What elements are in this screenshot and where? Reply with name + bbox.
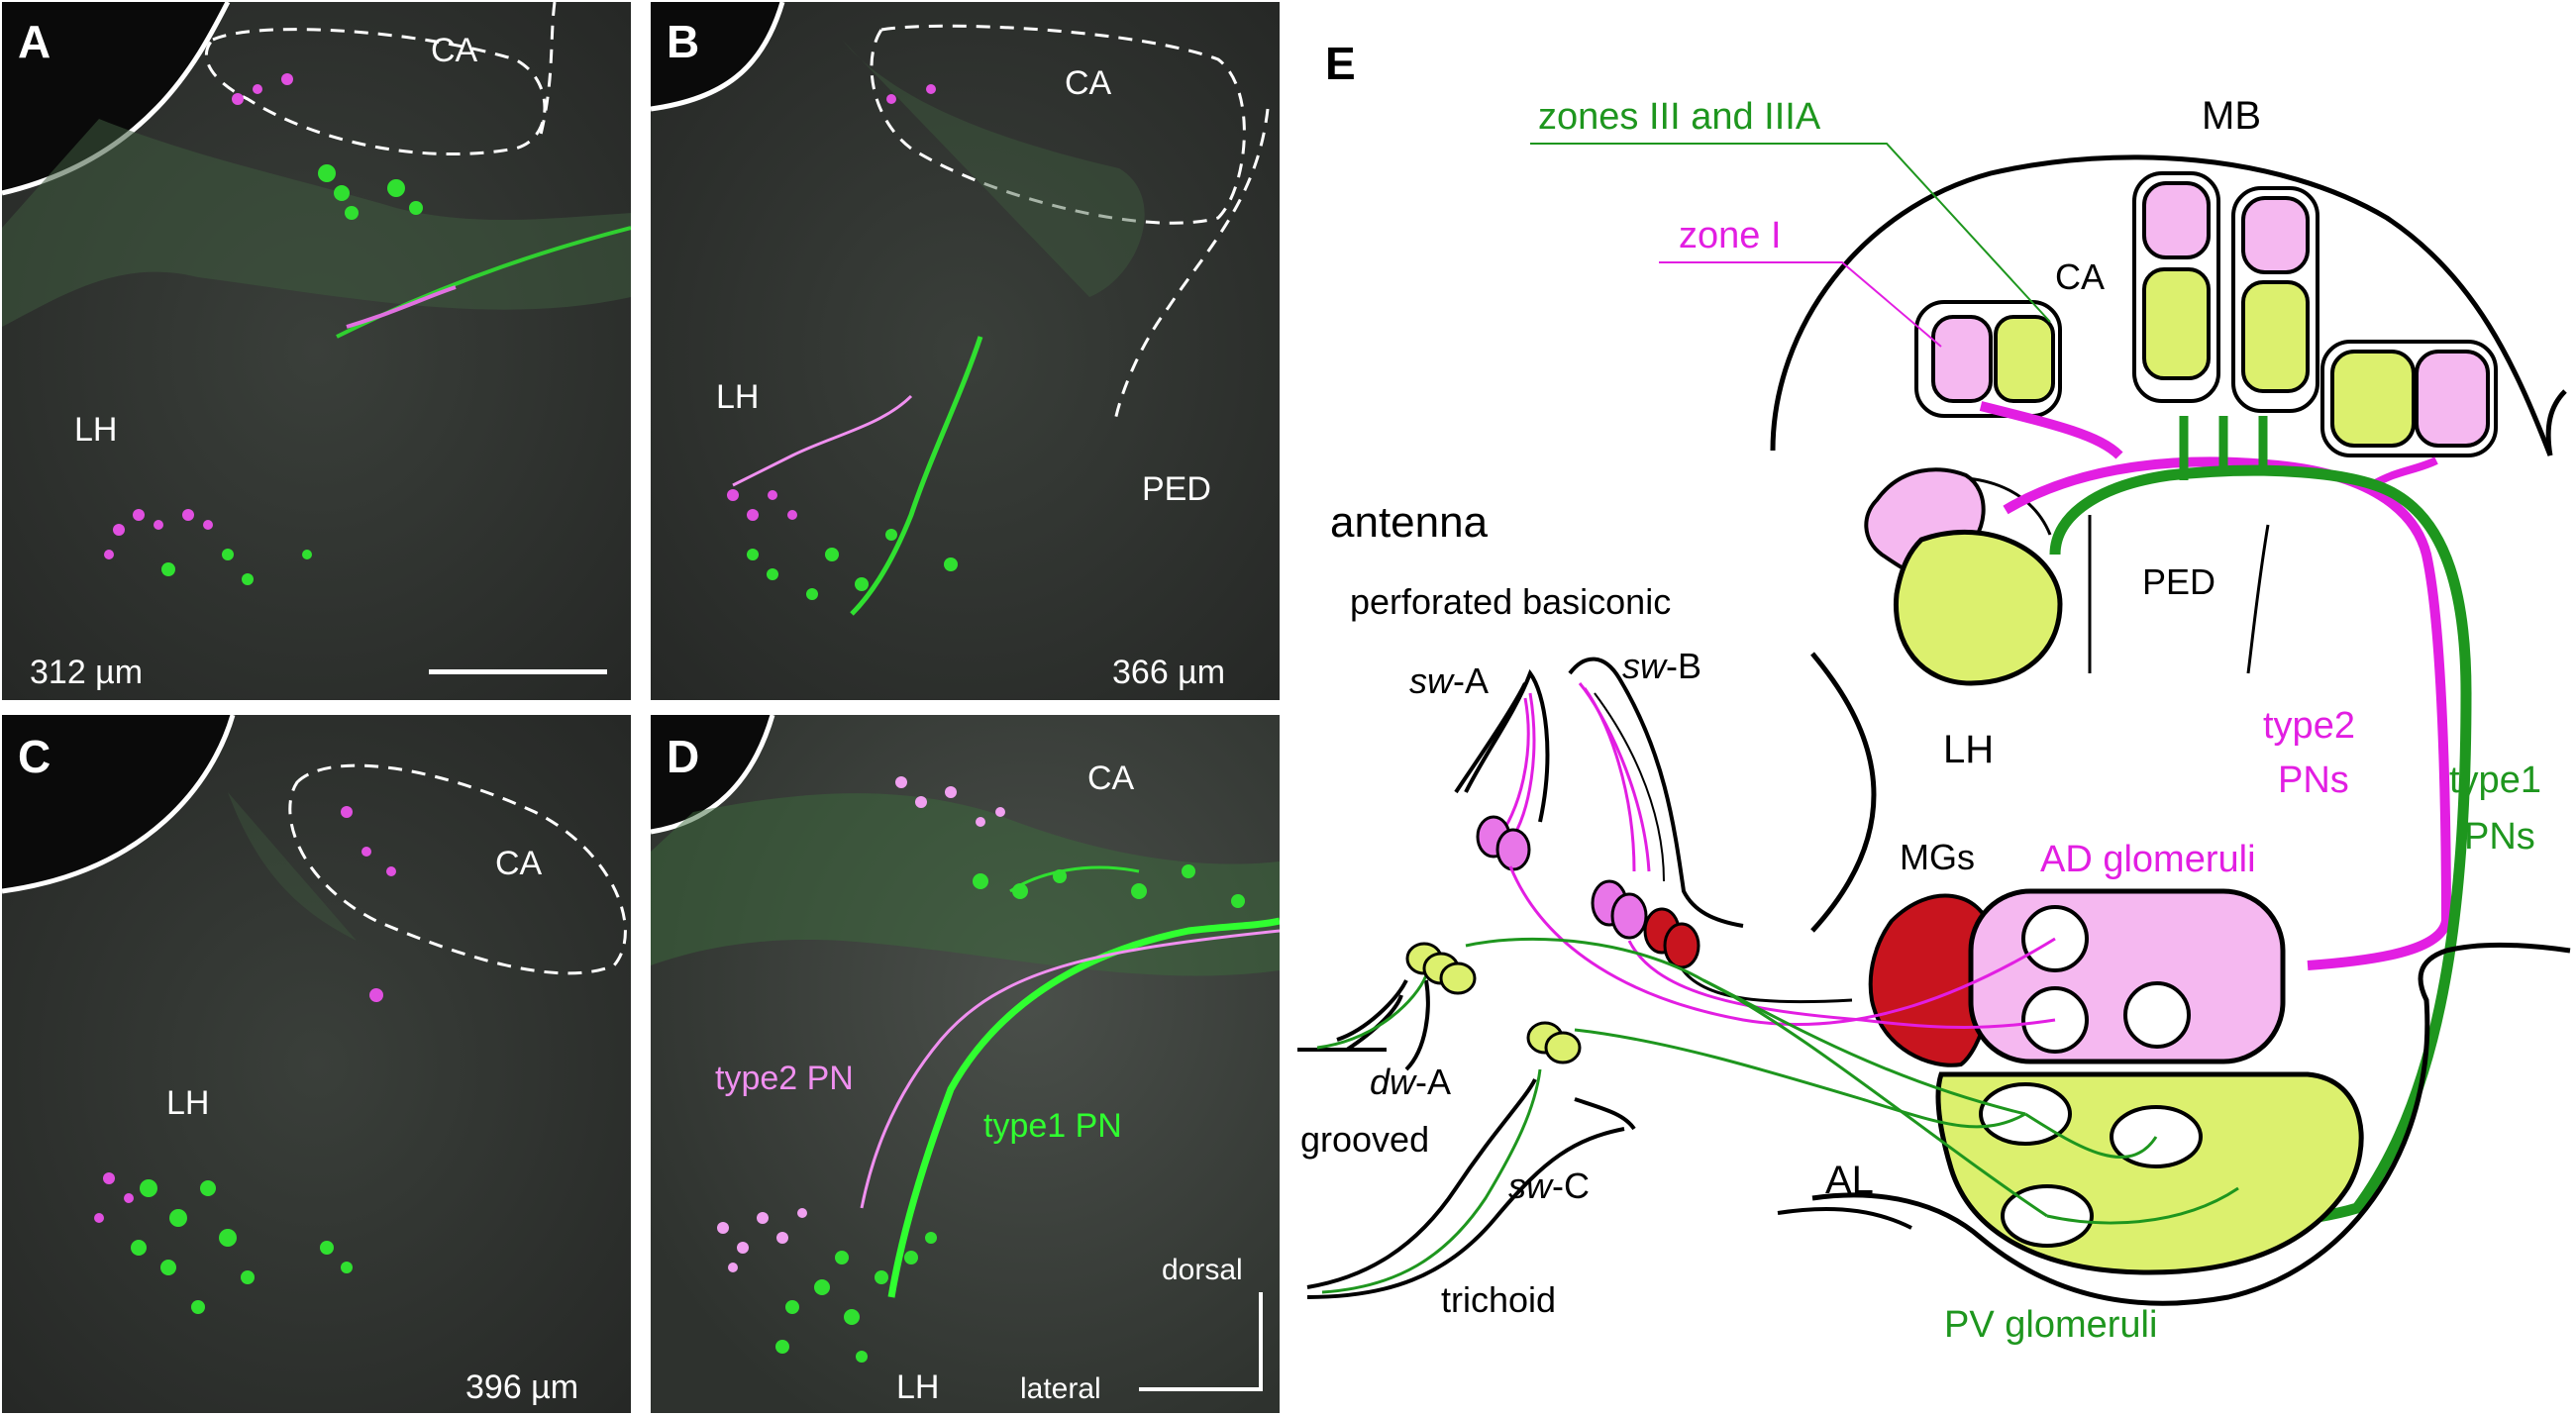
panel-e-label: E	[1325, 38, 1356, 89]
panel-c-lh-label: LH	[166, 1084, 209, 1122]
type2-pn-trace	[860, 929, 1280, 1209]
panel-d-ca-label: CA	[1087, 759, 1135, 797]
trichoid-label: trichoid	[1441, 1279, 1556, 1320]
ad-glomeruli-label: AD glomeruli	[2040, 839, 2256, 880]
type2-pns-label-1: type2	[2263, 705, 2355, 747]
panel-a-lh-label: LH	[74, 411, 117, 449]
panel-b-ped-label: PED	[1142, 470, 1211, 508]
pv-glomeruli-label: PV glomeruli	[1944, 1304, 2157, 1346]
type1-pn-tract	[2049, 464, 2472, 1234]
panel-b-lh-label: LH	[716, 378, 759, 416]
panel-a-ca-label: CA	[431, 32, 478, 69]
panel-d-type2-label: type2 PN	[715, 1060, 854, 1097]
panel-e-schematic: E MB CA PED LH	[1297, 38, 2571, 1346]
zone-i-label: zone I	[1679, 215, 1782, 256]
mb-label: MB	[2202, 94, 2261, 138]
panel-a: A CA LH 312 µm	[2, 2, 631, 700]
sw-b-sensillum	[1568, 657, 1744, 928]
sw-c-sensillum	[1306, 1078, 1537, 1289]
sw-b-label: sw-B	[1622, 646, 1701, 686]
panel-d-label: D	[667, 731, 699, 782]
panel-a-depth: 312 µm	[30, 654, 143, 691]
dw-a-label: dw-A	[1370, 1062, 1451, 1102]
lh-label: LH	[1943, 728, 1994, 771]
al-label: AL	[1825, 1159, 1874, 1202]
axis-dorsal-label: dorsal	[1162, 1254, 1243, 1286]
micrograph-b-background	[651, 2, 1280, 700]
calyx-cups	[1914, 171, 2498, 457]
type1-pns-label-2: PNs	[2464, 816, 2535, 858]
ca-label: CA	[2055, 256, 2105, 297]
panel-b-depth: 366 µm	[1112, 654, 1225, 691]
perforated-basiconic-label: perforated basiconic	[1350, 581, 1671, 622]
sw-a-sensillum	[1464, 668, 1550, 823]
ad-glomeruli-shape	[1968, 888, 2286, 1064]
al-outline	[1811, 942, 2571, 1306]
panel-b-ca-label: CA	[1065, 64, 1112, 102]
panel-b-label: B	[667, 16, 699, 67]
panel-b: B CA LH PED 366 µm	[651, 2, 1280, 700]
mb-outline	[1770, 154, 2553, 456]
zones-iii-label: zones III and IIIA	[1538, 96, 1821, 138]
sw-a-label: sw-A	[1409, 660, 1489, 701]
type1-pn-trace	[887, 917, 1280, 1298]
panel-c-ca-label: CA	[495, 845, 543, 882]
type2-pn-tract	[1979, 401, 2452, 970]
panel-d-type1-label: type1 PN	[983, 1107, 1122, 1145]
orientation-axes	[1139, 1292, 1263, 1391]
ca-outline	[204, 28, 547, 156]
antenna-label: antenna	[1330, 498, 1489, 547]
sw-c-label: sw-C	[1508, 1165, 1590, 1206]
panel-c-depth: 396 µm	[465, 1368, 578, 1406]
panel-a-label: A	[18, 16, 51, 67]
grooved-label: grooved	[1300, 1119, 1429, 1160]
panel-d-lh-label: LH	[896, 1368, 939, 1406]
type1-pns-label-1: type1	[2449, 759, 2541, 801]
panel-c-label: C	[18, 731, 51, 782]
mgs-label: MGs	[1900, 837, 1975, 877]
panel-c: C CA LH 396 µm	[2, 715, 631, 1413]
panel-d: D CA LH type2 PN type1 PN dorsal lateral	[651, 715, 1280, 1413]
axis-lateral-label: lateral	[1020, 1372, 1101, 1405]
scale-bar	[429, 669, 607, 674]
lh-outline	[1810, 652, 1877, 933]
ped-label: PED	[2142, 561, 2215, 602]
type2-pns-label-2: PNs	[2278, 759, 2349, 801]
